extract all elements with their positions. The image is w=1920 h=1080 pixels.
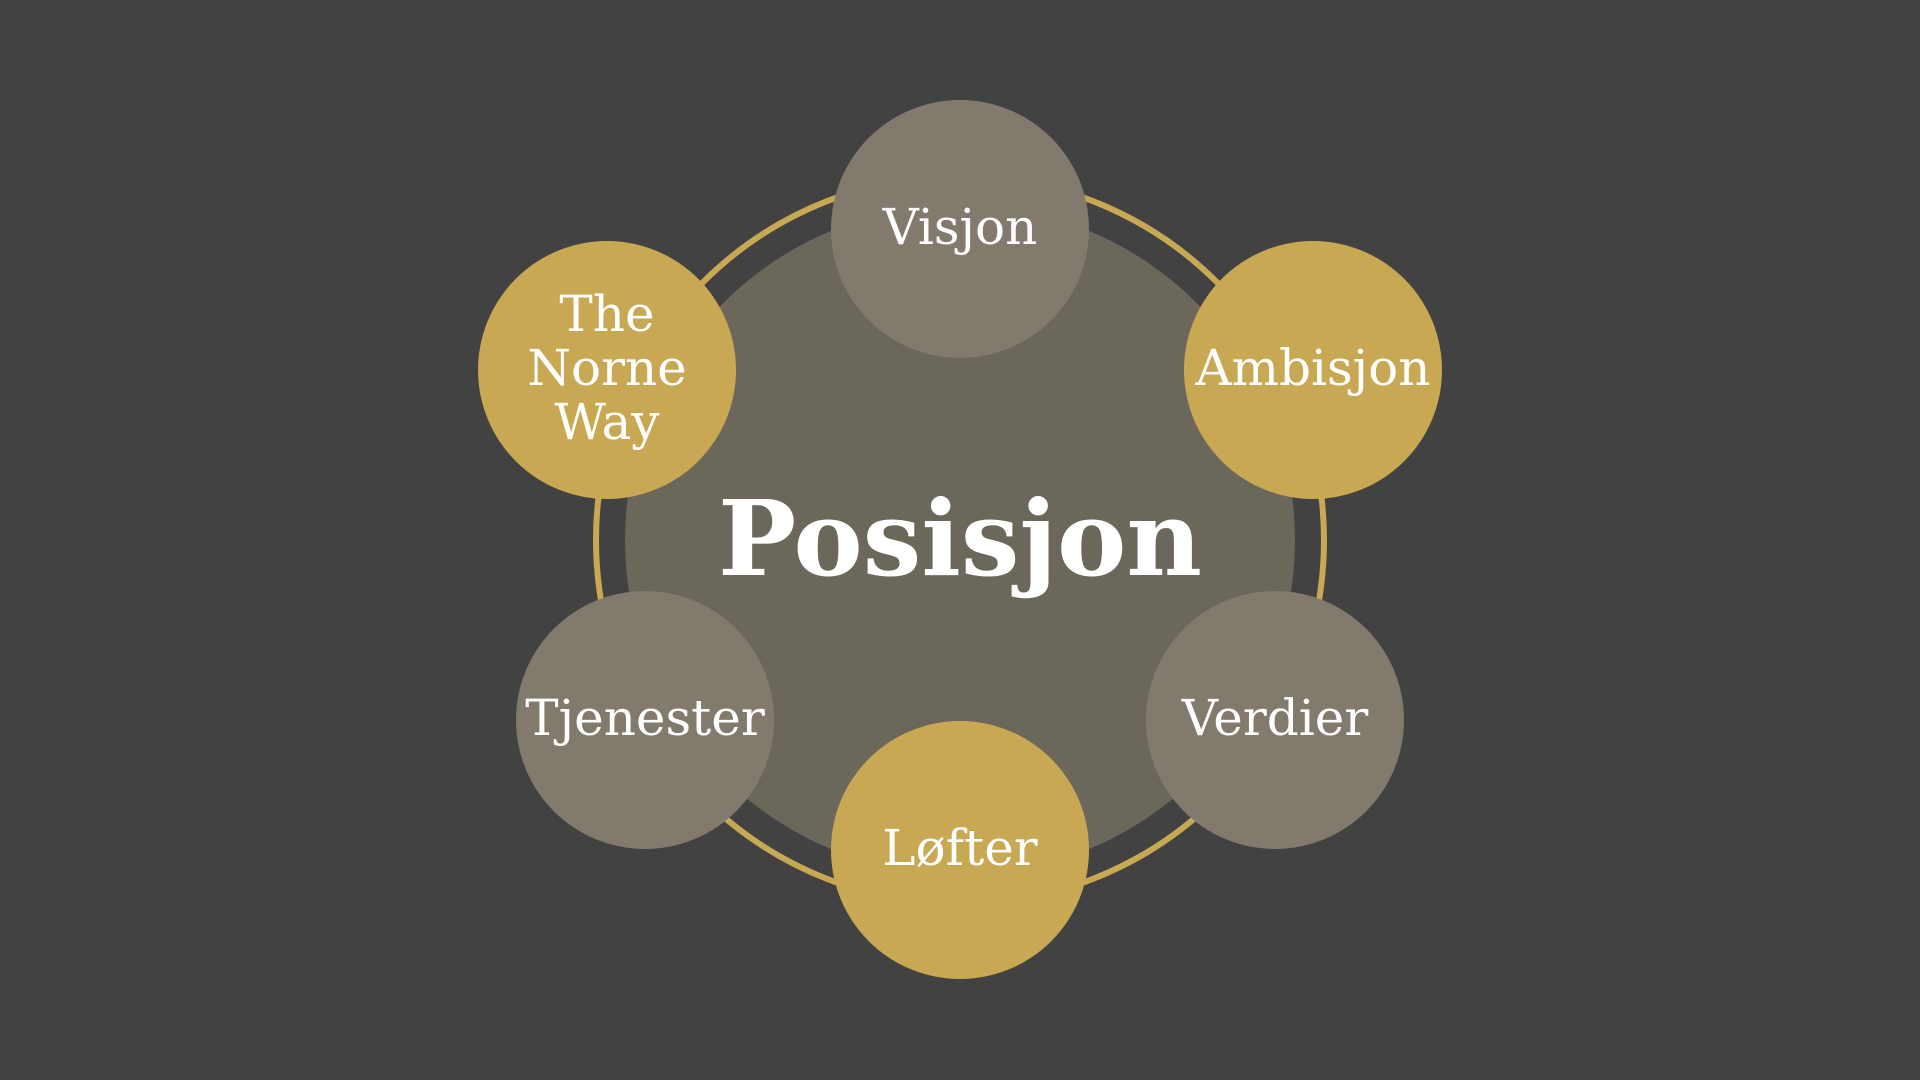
node-label-tjenester: Tjenester [525, 689, 765, 747]
node-circle-the-norne-way [478, 241, 736, 499]
node-label-the-norne-way-2: Norne [527, 339, 687, 397]
node-ambisjon: Ambisjon [1184, 241, 1442, 499]
center-label: Posisjon [718, 477, 1202, 600]
node-circle-lofter [831, 721, 1089, 979]
node-visjon: Visjon [831, 100, 1089, 358]
node-label-verdier: Verdier [1181, 689, 1369, 747]
node-label-the-norne-way-1: The [559, 285, 654, 343]
node-verdier: Verdier [1146, 591, 1404, 849]
node-tjenester: Tjenester [516, 591, 774, 849]
node-label-the-norne-way-3: Way [554, 393, 660, 451]
center-circle [625, 205, 1295, 875]
node-circle-ambisjon [1184, 241, 1442, 499]
node-lofter: Løfter [831, 721, 1089, 979]
node-circle-tjenester [516, 591, 774, 849]
node-label-lofter: Løfter [882, 819, 1037, 877]
node-circle-verdier [1146, 591, 1404, 849]
node-label-visjon: Visjon [882, 198, 1038, 256]
node-label-ambisjon: Ambisjon [1195, 339, 1431, 397]
node-circle-visjon [831, 100, 1089, 358]
